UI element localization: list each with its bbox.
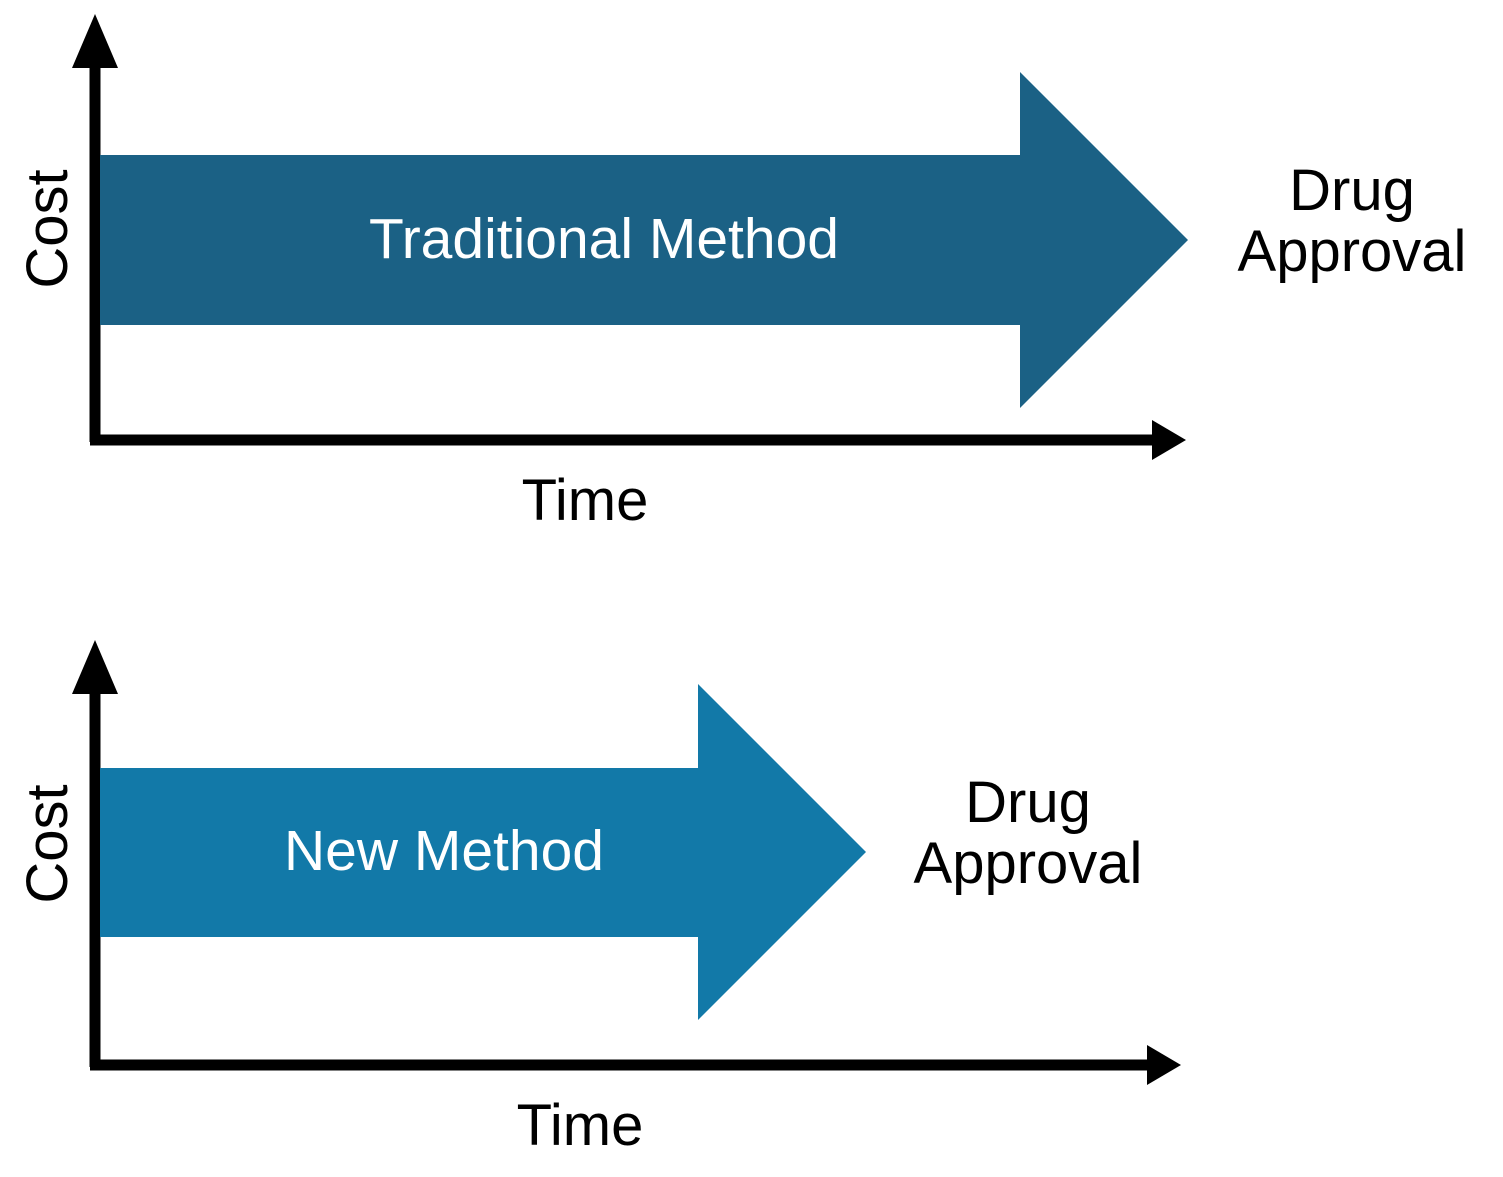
- endpoint-label-drug-approval-new: Drug Approval: [868, 772, 1188, 895]
- traditional-method-chart-graphics: [72, 14, 1188, 460]
- new-method-arrow: [100, 684, 866, 1020]
- endpoint-label-line1: Drug: [1289, 158, 1415, 223]
- panel-traditional-method: Cost Traditional Method Drug Approval Ti…: [15, 14, 1503, 533]
- y-axis-new: [72, 640, 118, 1067]
- traditional-method-arrow-label: Traditional Method: [369, 207, 839, 271]
- x-axis-new: [90, 1045, 1181, 1085]
- new-method-chart-graphics: [72, 640, 1181, 1085]
- x-axis-traditional: [90, 420, 1186, 460]
- endpoint-label-line1: Drug: [965, 770, 1091, 835]
- panel-new-method: Cost New Method Drug Approval Time: [0, 600, 1503, 1177]
- endpoint-label-drug-approval-traditional: Drug Approval: [1192, 160, 1503, 283]
- traditional-method-arrow: [100, 72, 1188, 408]
- endpoint-label-line2: Approval: [1237, 219, 1467, 285]
- y-axis-traditional: [72, 14, 118, 442]
- x-axis-label-time-traditional: Time: [521, 468, 649, 533]
- x-axis-label-time-new: Time: [516, 1093, 644, 1158]
- new-method-arrow-label: New Method: [284, 819, 604, 883]
- y-axis-label-cost-new: Cost: [15, 784, 80, 904]
- y-axis-label-cost-traditional: Cost: [15, 169, 80, 289]
- endpoint-label-line2: Approval: [913, 831, 1143, 897]
